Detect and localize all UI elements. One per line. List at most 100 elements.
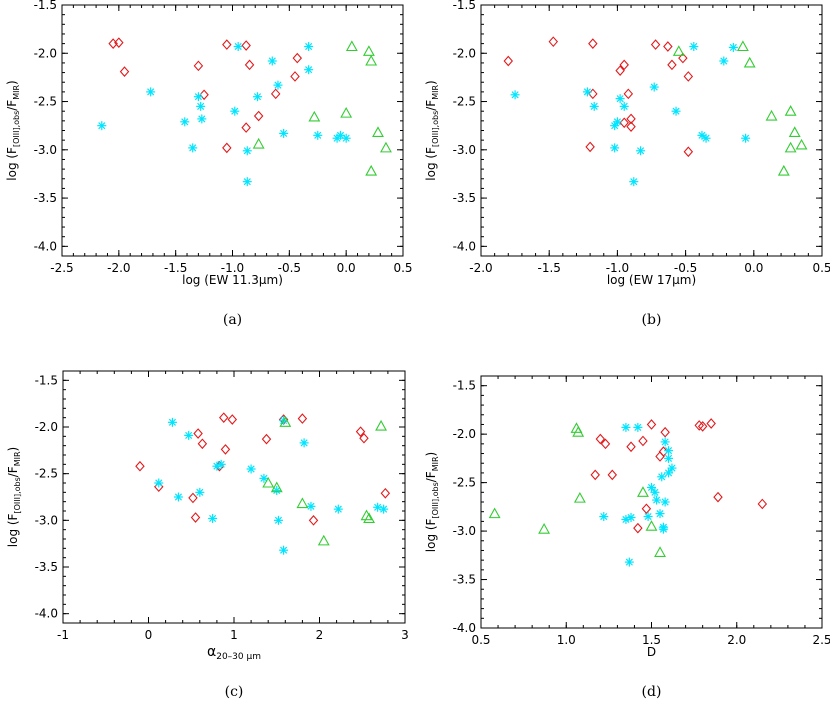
asterisk-stroke [234,42,242,51]
y-tick-label: -2.0 [35,420,58,434]
asterisk-marker [253,92,263,102]
diamond-marker [683,146,694,158]
asterisk-marker [196,101,206,111]
x-tick-label: 0.5 [471,633,490,647]
triangle-marker [637,486,649,497]
diamond-marker [222,39,232,50]
asterisk-stroke [273,486,281,495]
asterisk-marker [373,502,383,512]
diamond-marker [270,88,281,100]
asterisk-marker [612,117,622,127]
triangle-marker [645,520,658,531]
asterisk-marker [208,513,218,523]
asterisk-stroke [231,107,239,115]
asterisk-marker [242,146,252,156]
diamond-marker [626,441,636,453]
diamond-marker [623,88,634,100]
asterisk-stroke [189,144,197,152]
asterisk-stroke [198,115,206,123]
diamond-marker [219,412,229,423]
x-tick-label: 0 [145,628,153,642]
asterisk-stroke [651,488,659,496]
plot-frame [480,375,823,629]
asterisk-marker [267,56,277,66]
asterisk-marker [615,94,625,104]
diamond-marker [220,444,231,455]
asterisk-marker [379,504,389,514]
triangle-marker [345,40,358,52]
diamond-marker [244,59,255,71]
asterisk-stroke [729,43,737,52]
triangle-marker [365,164,378,176]
triangle-marker [765,109,778,121]
asterisk-marker [341,133,351,143]
plot-frame [61,4,404,257]
asterisk-stroke [334,505,342,513]
y-tick-label: -2.5 [35,467,58,481]
asterisk-marker [233,42,243,52]
asterisk-stroke [611,144,619,152]
series-triangle [262,416,387,546]
y-tick-label: -3.0 [453,143,476,157]
asterisk-stroke [196,488,204,496]
asterisk-marker [660,437,670,447]
diamond-marker [626,121,636,132]
asterisk-stroke [622,423,630,431]
x-tick-label: -2.5 [50,261,73,275]
triangle-marker [788,126,801,137]
asterisk-stroke [611,122,619,130]
diamond-marker [119,66,130,77]
y-tick-label: -1.5 [453,379,476,393]
asterisk-marker [279,545,289,555]
asterisk-stroke [644,512,652,521]
plot-frame [480,4,823,257]
triangle-marker [743,56,756,68]
asterisk-marker [689,42,699,52]
diamond-marker [694,420,704,431]
asterisk-marker [643,512,653,522]
asterisk-stroke [656,510,664,518]
x-tick-label: 1.5 [642,633,661,647]
diamond-marker [757,498,768,510]
x-tick-label: 0.0 [744,261,763,275]
triangle-marker [784,105,797,116]
asterisk-stroke [650,83,658,91]
asterisk-marker [652,495,662,505]
asterisk-marker [589,101,599,111]
x-tick-label: 0.5 [812,261,830,275]
asterisk-stroke [147,88,155,96]
asterisk-stroke [217,460,225,468]
x-axis-label: α20–30 μm [207,644,261,662]
triangle-marker [672,45,685,56]
x-tick-label: 1 [230,628,238,642]
diamond-marker [197,438,208,450]
y-tick-label: -2.0 [453,46,476,60]
triangle-marker [488,507,501,519]
diamond-marker [308,515,319,526]
diamond-marker [114,37,124,48]
y-axis-label: log (F[OIII],obs/FMIR) [6,447,22,547]
asterisk-marker [655,509,665,519]
series-asterisk [599,422,677,567]
diamond-marker [241,122,251,133]
asterisk-stroke [653,496,661,504]
x-tick-label: -2.0 [469,261,492,275]
asterisk-marker [667,463,677,473]
y-tick-label: -3.5 [34,191,57,205]
asterisk-stroke [314,131,322,139]
x-tick-label: 2 [316,628,324,642]
series-asterisk [154,415,389,555]
diamond-marker [193,428,203,439]
asterisk-marker [304,65,314,75]
y-tick-label: -3.5 [35,560,58,574]
series-diamond [135,412,391,526]
asterisk-marker [664,453,674,463]
diamond-marker [660,426,670,438]
diamond-marker [588,38,598,49]
asterisk-marker [636,146,646,156]
x-tick-label: 2.0 [727,633,746,647]
asterisk-marker [647,482,656,492]
asterisk-marker [273,515,283,525]
